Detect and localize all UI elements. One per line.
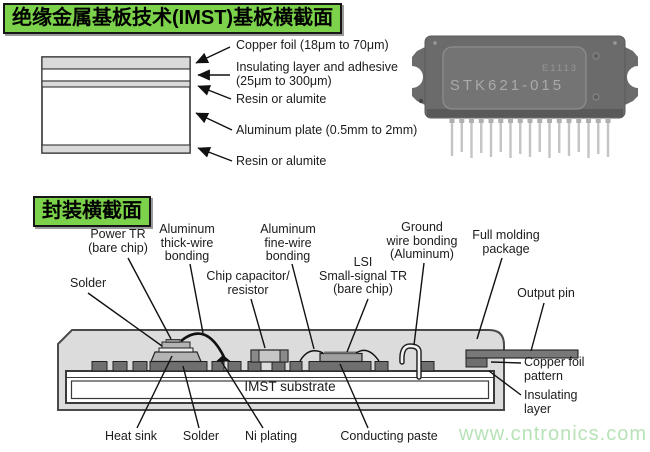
label-conducting-paste: Conducting paste	[340, 429, 438, 443]
label-lsi: LSI Small-signal TR (bare chip)	[319, 255, 407, 296]
power-tr-chip	[161, 341, 191, 349]
leader-fine-wire	[291, 263, 315, 350]
leader-copper-pattern	[490, 361, 522, 364]
label-aluminum-plate: Aluminum plate (0.5mm to 2mm)	[236, 123, 418, 137]
leader-power-tr	[127, 257, 172, 340]
leader-full-molding	[476, 257, 503, 340]
section-title-board: 绝缘金属基板技术(IMST)基板横截面	[3, 3, 343, 34]
chip-capacitor	[250, 349, 289, 363]
chip-capacitor-end-cap	[250, 349, 260, 363]
lsi-top-metal	[324, 351, 358, 354]
thick-wire-foot	[216, 355, 231, 362]
label-insulating-layer: Insulating layer	[524, 388, 578, 416]
copper-pad	[374, 361, 389, 372]
copper-pad	[271, 361, 286, 372]
label-thick-wire: Aluminum thick-wire bonding	[159, 222, 215, 263]
section-title-package: 封装横截面	[33, 196, 151, 227]
label-copper-pattern: Copper foil pattern	[524, 355, 585, 383]
substrate-layer-stack	[41, 56, 191, 154]
leader-insulating-layer	[488, 370, 522, 396]
copper-pad	[227, 361, 242, 372]
photo-dot	[592, 93, 600, 101]
fine-wire-bond-right	[355, 349, 380, 362]
insulating-layer	[41, 68, 191, 82]
package-cross-section	[57, 329, 579, 411]
label-chip-capacitor: Chip capacitor/ resistor	[206, 269, 290, 297]
lsi-base-pad	[308, 361, 372, 372]
photo-left-tab	[412, 46, 427, 106]
output-pin-bar	[465, 349, 579, 359]
photo-pin-shoulders	[449, 118, 611, 123]
leader-chip-capacitor	[250, 298, 266, 349]
imst-substrate-outer	[65, 370, 495, 404]
label-full-molding: Full molding package	[472, 228, 540, 256]
photo-dot	[433, 41, 437, 45]
label-ni-plating: Ni plating	[244, 429, 298, 443]
leader-ni-plating	[220, 360, 264, 429]
layer-arrows	[195, 46, 233, 162]
ground-wire	[399, 343, 422, 380]
leader-lsi	[346, 298, 369, 353]
photo-right-tab	[623, 46, 638, 106]
photo-inner-panel	[442, 46, 587, 110]
label-heat-sink: Heat sink	[104, 429, 158, 443]
watermark: www.cntronics.com	[458, 423, 647, 445]
thick-wire-bond	[180, 332, 226, 358]
ground-wire-core	[400, 344, 421, 379]
photo-date-code: E1113	[541, 63, 579, 74]
arrow-aluminum-plate	[195, 112, 233, 131]
chip-capacitor-end-cap	[279, 349, 289, 363]
power-tr-base-pad	[149, 361, 208, 372]
copper-pad	[419, 361, 435, 372]
label-ground-wire: Ground wire bonding (Aluminum)	[386, 220, 458, 261]
label-output-pin: Output pin	[517, 286, 575, 300]
fine-wire-bond-left	[299, 350, 324, 362]
leader-conducting-paste	[339, 363, 369, 429]
leader-thick-wire	[189, 263, 204, 334]
leader-solder-bottom	[182, 365, 200, 429]
label-solder-bottom: Solder	[182, 429, 220, 443]
imst-substrate-inner	[70, 380, 490, 400]
arrow-copper-foil	[195, 46, 231, 64]
power-tr-top-metal	[165, 339, 181, 343]
copper-pad	[112, 361, 128, 372]
label-power-tr: Power TR (bare chip)	[88, 227, 148, 255]
leader-output-pin	[530, 302, 545, 352]
arrow-resin-top	[197, 85, 232, 100]
output-copper-pad	[465, 357, 488, 368]
photo-pins	[450, 118, 610, 158]
photo-dot	[613, 41, 617, 45]
leader-solder-top	[87, 292, 163, 347]
copper-pad	[289, 361, 303, 372]
copper-pad	[247, 361, 262, 372]
leader-lines	[87, 257, 545, 429]
photo-dot	[418, 98, 424, 104]
heat-sink-block	[150, 351, 202, 363]
label-insulating: Insulating layer and adhesive (25μm to 3…	[236, 60, 398, 88]
photo-body-bottom-shade	[427, 109, 623, 117]
label-resin-top: Resin or alumite	[236, 92, 327, 106]
label-copper-foil: Copper foil (18μm to 70μm)	[236, 38, 389, 52]
photo-dot	[592, 52, 600, 60]
solder-layer	[158, 347, 194, 353]
lsi-chip	[319, 352, 363, 363]
label-resin-bottom: Resin or alumite	[236, 154, 327, 168]
label-fine-wire: Aluminum fine-wire bonding	[260, 222, 316, 263]
label-imst-substrate: IMST substrate	[244, 379, 336, 394]
leader-ground-wire	[413, 262, 425, 346]
arrow-resin-bottom	[197, 147, 233, 162]
package-photo	[412, 35, 638, 158]
photo-part-number: STK621-015	[449, 77, 565, 94]
copper-foil-layer	[41, 56, 191, 70]
power-tr-stack	[150, 332, 231, 363]
resin-alumite-top-layer	[41, 80, 191, 88]
copper-pad	[132, 361, 148, 372]
resin-alumite-bottom-layer	[41, 144, 191, 154]
leader-heat-sink	[136, 355, 173, 429]
lsi-chip-group	[299, 349, 380, 363]
label-solder-top: Solder	[70, 276, 107, 290]
copper-pad	[91, 361, 108, 372]
